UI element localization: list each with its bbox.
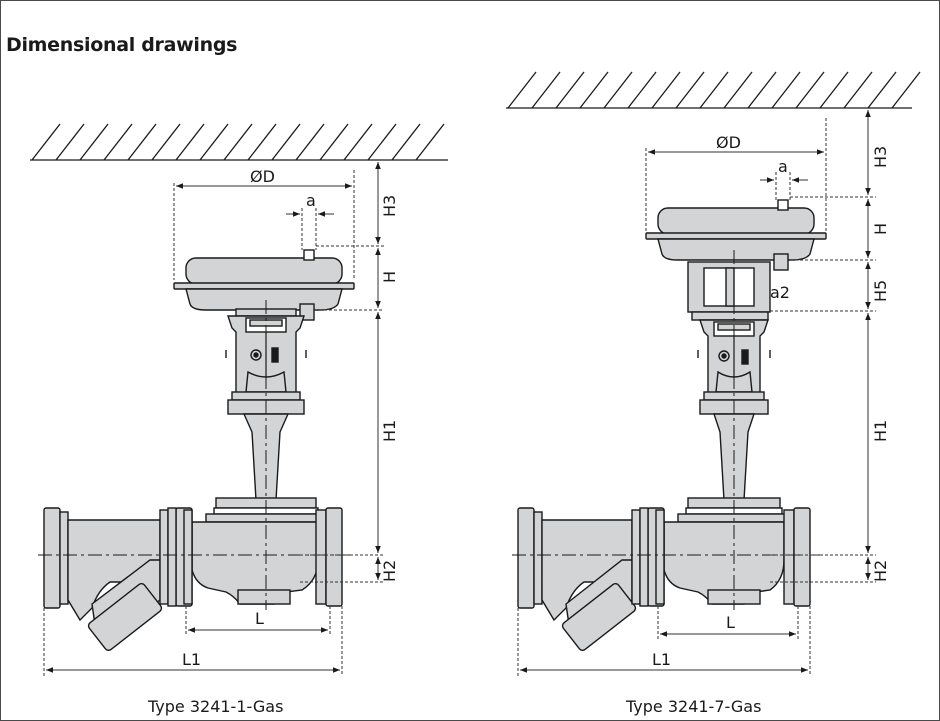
label-h1: H1 [871,420,890,442]
valve-body [175,507,343,607]
ceiling-hatch [506,71,921,109]
page-title: Dimensional drawings [6,34,238,56]
label-od: ØD [716,133,741,152]
pipe-centerline [38,300,352,610]
valve-body [647,507,811,607]
drawing-3241-1-gas [30,123,448,676]
label-h: H [380,271,399,283]
label-a: a [778,157,788,176]
caption-left: Type 3241-1-Gas [147,697,283,716]
label-h3: H3 [380,195,399,217]
ceiling-hatch [30,123,448,161]
label-l: L [726,613,735,632]
label-od: ØD [250,167,275,186]
drawing-3241-7-gas [506,71,921,676]
strainer [517,507,649,652]
label-l1: L1 [652,650,671,669]
label-a2: a2 [770,283,790,302]
label-a: a [306,191,316,210]
dimension-lines [517,110,876,676]
actuator-case [173,249,355,321]
label-h2: H2 [871,560,890,582]
left-dimension-labels: ØD a H3 H H1 H2 L L1 Type 3241-1-Gas [147,167,399,716]
strainer [43,507,177,652]
label-l: L [255,609,264,628]
label-h2: H2 [380,560,399,582]
label-h3: H3 [871,146,890,168]
right-dimension-labels: ØD a a2 H3 H H5 H1 H2 L L1 Type 3241-7-G… [625,133,890,716]
caption-right: Type 3241-7-Gas [625,697,761,716]
label-h1: H1 [380,420,399,442]
actuator-case [645,199,827,271]
label-l1: L1 [182,650,201,669]
label-h5: H5 [871,280,890,302]
dimension-lines [43,162,384,676]
label-h: H [871,223,890,235]
pedestal-a2 [687,261,771,321]
